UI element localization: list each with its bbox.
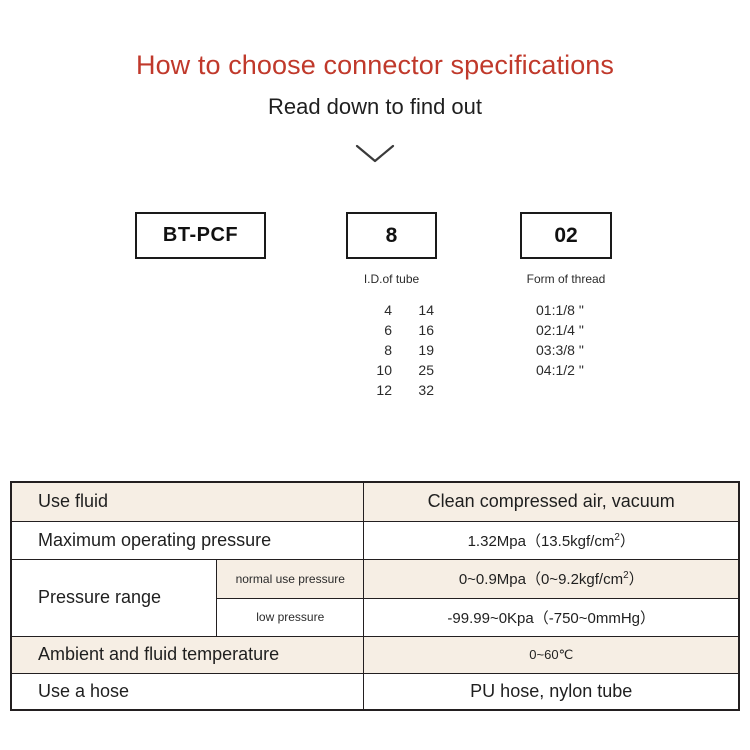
caption-tube-size: I.D.of tube (363, 272, 420, 286)
row-sublabel: normal use pressure (216, 558, 365, 599)
table-row: Pressure range normal use pressure 0~0.9… (10, 558, 740, 637)
tube-size-right: 14 (418, 302, 434, 318)
value-prefix: 0~0.9Mpa（0~9.2kgf/cm (458, 571, 624, 588)
row-sublabel: low pressure (216, 597, 365, 637)
table-row: Ambient and fluid temperature 0~60℃ (10, 635, 740, 674)
tube-size-right: 25 (418, 362, 434, 378)
row-value: PU hose, nylon tube (363, 672, 740, 711)
value-suffix: ） (628, 571, 644, 588)
row-label: Ambient and fluid temperature (10, 635, 365, 674)
tube-size-left: 6 (384, 322, 392, 338)
table-row: Maximum operating pressure 1.32Mpa（13.5k… (10, 520, 740, 560)
row-value: 0~0.9Mpa（0~9.2kgf/cm2） (363, 558, 740, 599)
code-box-series: BT-PCF (135, 212, 266, 259)
code-box-tube-size: 8 (346, 212, 437, 259)
value-superscript: 2 (623, 570, 629, 581)
list-item: 8 19 (346, 340, 446, 360)
code-box-thread-form: 02 (520, 212, 612, 259)
value-prefix: 1.32Mpa（13.5kgf/cm (467, 532, 615, 550)
list-item: 12 32 (346, 380, 446, 400)
row-label: Maximum operating pressure (10, 520, 365, 560)
list-item: 04:1/2 " (536, 362, 584, 378)
thread-form-list: 01:1/8 " 02:1/4 " 03:3/8 " 04:1/2 " (512, 300, 642, 380)
tube-size-right: 19 (418, 342, 434, 358)
specification-table: Use fluid Clean compressed air, vacuum M… (10, 481, 740, 711)
list-item: 4 14 (346, 300, 446, 320)
caption-thread-form: Form of thread (526, 272, 606, 286)
table-row: Use a hose PU hose, nylon tube (10, 672, 740, 711)
table-row: Use fluid Clean compressed air, vacuum (10, 481, 740, 522)
tube-size-list: 4 14 6 16 8 19 10 25 12 32 (346, 300, 446, 400)
page-title: How to choose connector specifications (135, 50, 615, 80)
row-value: 1.32Mpa（13.5kgf/cm2） (363, 520, 740, 560)
row-value: -99.99~0Kpa（-750~0mmHg） (363, 597, 740, 637)
chevron-down-icon (355, 143, 395, 165)
tube-size-left: 12 (376, 382, 392, 398)
list-item: 01:1/8 " (536, 302, 584, 318)
list-item: 02:1/4 " (536, 322, 584, 338)
list-item: 10 25 (346, 360, 446, 380)
row-value: Clean compressed air, vacuum (363, 481, 740, 522)
list-item: 03:3/8 " (536, 342, 584, 358)
page-subtitle: Read down to find out (267, 94, 483, 119)
tube-size-right: 16 (418, 322, 434, 338)
row-label: Use fluid (10, 481, 365, 522)
tube-size-left: 4 (384, 302, 392, 318)
tube-size-right: 32 (418, 382, 434, 398)
value-superscript: 2 (614, 531, 620, 543)
list-item: 6 16 (346, 320, 446, 340)
value-suffix: ） (619, 532, 635, 550)
row-label: Use a hose (10, 672, 365, 711)
tube-size-left: 10 (376, 362, 392, 378)
row-label-pressure-range: Pressure range (10, 558, 218, 637)
tube-size-left: 8 (384, 342, 392, 358)
row-value: 0~60℃ (363, 635, 740, 674)
